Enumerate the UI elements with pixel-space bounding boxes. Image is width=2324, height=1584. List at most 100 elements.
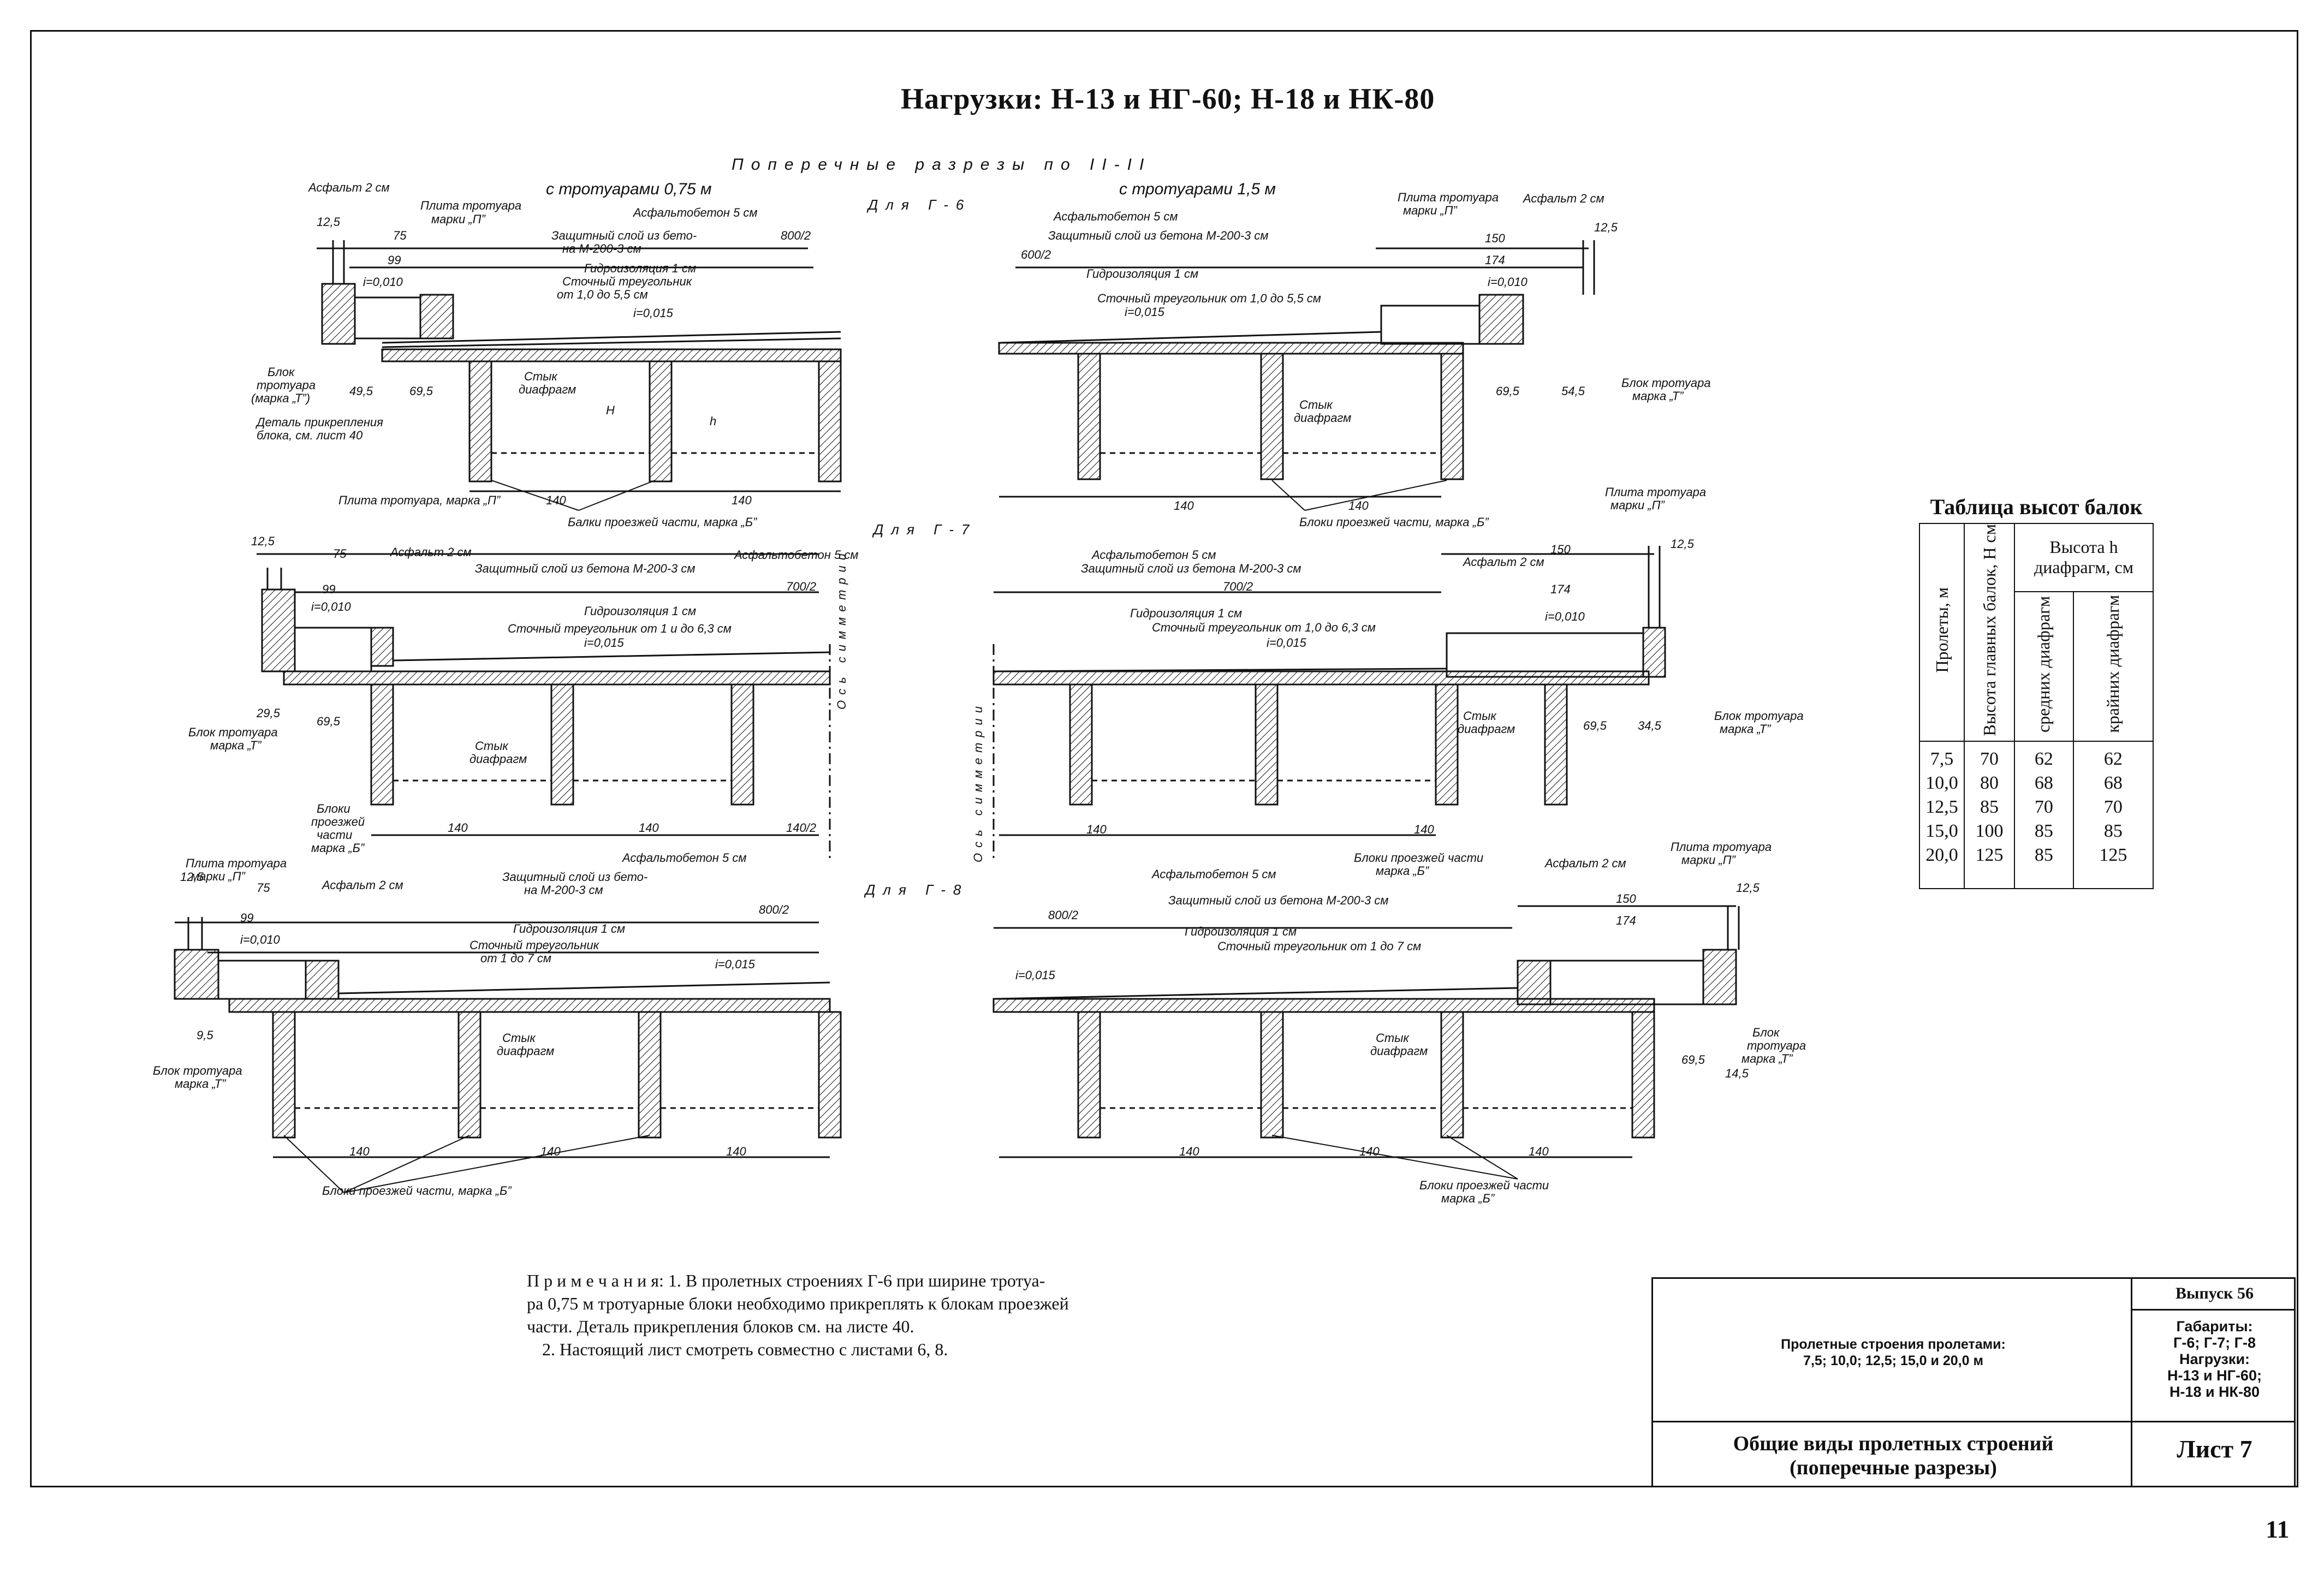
dim-h-g6l: h xyxy=(710,414,717,428)
label-g7: Для Г-7 xyxy=(873,521,977,538)
lbl-drain-g6r: Сточный треугольник от 1,0 до 5,5 см xyxy=(1097,291,1321,305)
th-span: Пролеты, м xyxy=(1919,522,1965,742)
lbl-drain-g6l-a: Сточный треугольник xyxy=(562,275,692,288)
dim-140b-g6r: 140 xyxy=(1348,499,1369,513)
dim-174-g7r: 174 xyxy=(1550,582,1571,596)
lbl-slab-g8l-b: марки „П” xyxy=(191,870,245,883)
lbl-block-g8l-a: Блок тротуара xyxy=(153,1064,242,1077)
lbl-joint-g7r-b: диафрагм xyxy=(1458,722,1515,736)
dim-125-g8l: 12,5 xyxy=(180,870,204,884)
lbl-block-g8l-b: марка „Т” xyxy=(175,1077,226,1091)
dim-75-g8l: 75 xyxy=(257,881,270,895)
lbl-asph5-g8l: Асфальтобетон 5 см xyxy=(622,851,747,865)
lbl-slope-g8r: i=0,015 xyxy=(1015,968,1055,982)
section-caption: Поперечные разрезы по II-II xyxy=(732,156,1152,174)
lbl-protect-g8l-a: Защитный слой из бето- xyxy=(502,870,648,884)
note-line-3: части. Деталь прикрепления блоков см. на… xyxy=(527,1317,914,1336)
lbl-joint-g7l-a: Стык xyxy=(475,739,508,753)
lbl-asph5-g7r: Асфальтобетон 5 см xyxy=(1092,548,1216,562)
lbl-slab-g6r-a: Плита тротуара xyxy=(1398,190,1499,204)
lbl-asph5-g8r: Асфальтобетон 5 см xyxy=(1152,867,1276,881)
th-mid: средних диафрагм xyxy=(2014,591,2074,742)
lbl-blocks-g7l-4: марка „Б” xyxy=(311,841,365,855)
lbl-slopes-g6r: i=0,010 xyxy=(1488,275,1527,289)
lbl-asph5-g6r: Асфальтобетон 5 см xyxy=(1054,210,1178,223)
lbl-asphalt-g8l: Асфальт 2 см xyxy=(322,878,403,892)
dim-140a-g8r: 140 xyxy=(1179,1145,1199,1158)
dim-140c-g8r: 140 xyxy=(1529,1145,1549,1158)
dim-545-g6r: 54,5 xyxy=(1561,384,1585,398)
label-g6: Для Г-6 xyxy=(868,196,972,213)
th-h: Высота h диафрагм, см xyxy=(2014,523,2154,592)
notes: П р и м е ч а н и я: 1. В пролетных стро… xyxy=(527,1269,1204,1361)
lbl-blocks-g6r: Блоки проезжей части, марка „Б” xyxy=(1299,515,1489,529)
table-title: Таблица высот балок xyxy=(1930,495,2143,519)
tb-issue: Выпуск 56 xyxy=(2176,1284,2254,1302)
dim-700-g7r: 700/2 xyxy=(1223,580,1253,593)
beam-height-table: Таблица высот балок Пролеты, м Высота гл… xyxy=(1919,494,2154,890)
dim-345-g7r: 34,5 xyxy=(1638,719,1661,733)
lbl-block-g6l-b: тротуара xyxy=(257,378,316,392)
lbl-slab-g7r-b: марки „П” xyxy=(1610,498,1665,512)
lbl-slopes-g7r: i=0,010 xyxy=(1545,610,1585,623)
dim-125-g6r: 12,5 xyxy=(1594,221,1618,234)
lbl-asphalt-g6l: Асфальт 2 см xyxy=(308,181,390,194)
lbl-slab-g8r-a: Плита тротуара xyxy=(1671,840,1772,854)
dim-700-g7l: 700/2 xyxy=(786,580,817,593)
lbl-asphalt-g6r: Асфальт 2 см xyxy=(1523,192,1604,205)
lbl-block-g8r-c: марка „Т” xyxy=(1741,1052,1793,1065)
dim-695-g6l: 69,5 xyxy=(409,384,433,398)
dim-140c-g8l: 140 xyxy=(726,1145,746,1158)
lbl-slab-g8l-a: Плита тротуара xyxy=(186,856,287,870)
tb-gab: Габариты: Г-6; Г-7; Г-8 Нагрузки: Н-13 и… xyxy=(2167,1318,2262,1400)
dim-695-g6r: 69,5 xyxy=(1496,384,1519,398)
dim-140a-g7l: 140 xyxy=(448,821,468,835)
lbl-protect-g7r: Защитный слой из бетона М-200-3 см xyxy=(1081,562,1301,575)
leader-lines xyxy=(283,480,1518,1193)
lbl-drain-g8l-b: от 1 до 7 см xyxy=(480,951,551,965)
lbl-block-g7l-a: Блок тротуара xyxy=(188,725,278,739)
lbl-hydro-g7r: Гидроизоляция 1 см xyxy=(1130,606,1243,620)
dim-140a-g8l: 140 xyxy=(349,1145,370,1158)
lbl-joint-g6r-b: диафрагм xyxy=(1294,411,1352,425)
dim-140b-g8l: 140 xyxy=(540,1145,561,1158)
section-g8-left xyxy=(174,917,842,1158)
th-H: Высота главных балок, Н см xyxy=(1964,522,2015,742)
lbl-blocks-g8r-a: Блоки проезжей части xyxy=(1419,1178,1549,1192)
dim-75-g6l: 75 xyxy=(393,229,407,242)
lbl-blocks-g7l-2: проезжей xyxy=(311,815,365,829)
dim-800-g8l: 800/2 xyxy=(759,903,789,916)
section-g7-right xyxy=(992,546,1666,862)
dim-800-g6l: 800/2 xyxy=(781,229,811,242)
lbl-block-g6r-b: марка „Т” xyxy=(1632,389,1684,403)
lbl-detail-g6l-b: блока, см. лист 40 xyxy=(257,428,363,442)
lbl-asph5-g7l: Асфальтобетон 5 см xyxy=(734,548,859,562)
lbl-slab-g6l-a: Плита тротуара xyxy=(420,199,522,212)
lbl-joint-g8l-a: Стык xyxy=(502,1031,536,1045)
note-line-1: П р и м е ч а н и я: 1. В пролетных стро… xyxy=(527,1271,1045,1290)
lbl-joint-g7r-a: Стык xyxy=(1463,709,1496,723)
lbl-protect-g7l: Защитный слой из бетона М-200-3 см xyxy=(475,562,696,575)
lbl-slab-g7r-a: Плита тротуара xyxy=(1605,485,1707,499)
lbl-hydro-g8l: Гидроизоляция 1 см xyxy=(513,922,626,936)
dim-295-g7l: 29,5 xyxy=(257,706,280,720)
dim-495-g6l: 49,5 xyxy=(349,384,373,398)
dim-174-g6r: 174 xyxy=(1485,253,1505,267)
note-line-2: ра 0,75 м тротуарные блоки необходимо пр… xyxy=(527,1294,1069,1313)
dim-125-g7l: 12,5 xyxy=(251,534,275,548)
tb-main-title: Общие виды пролетных строений (поперечны… xyxy=(1733,1432,2054,1479)
lbl-joint-g6r-a: Стык xyxy=(1299,398,1333,412)
title-block: Пролетные строения пролетами: 7,5; 10,0;… xyxy=(1651,1277,2296,1487)
dim-140a-g7r: 140 xyxy=(1086,823,1107,836)
dim-125-g8r: 12,5 xyxy=(1736,881,1760,895)
dim-140b-g7l: 140 xyxy=(639,821,659,835)
lbl-blocks-g8l: Блоки проезжей части, марка „Б” xyxy=(322,1184,512,1198)
dim-95-g8l: 9,5 xyxy=(197,1028,213,1042)
sheet-title: Нагрузки: Н-13 и НГ-60; Н-18 и НК-80 xyxy=(901,82,1435,115)
lbl-protect-g8r: Защитный слой из бетона М-200-3 см xyxy=(1168,894,1389,907)
lbl-axis-g7l: Ось симметрии xyxy=(835,548,848,710)
